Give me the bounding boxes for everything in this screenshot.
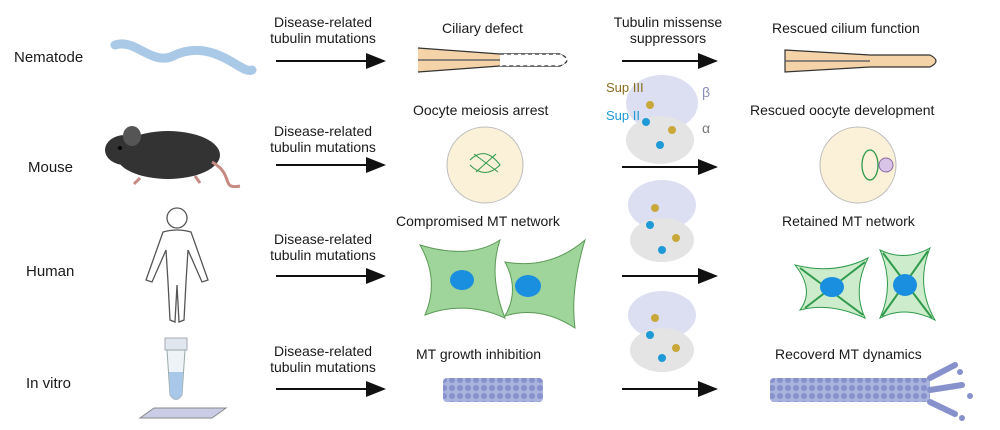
sup-ii-label: Sup II	[606, 108, 640, 123]
rescued-cilium-illustration	[784, 49, 937, 73]
mutation-label-line2: tubulin mutations	[270, 30, 376, 46]
nematode-illustration	[110, 39, 257, 75]
defect-label-human: Compromised MT network	[396, 213, 560, 229]
retained-network-cells-illustration	[793, 246, 937, 322]
mouse-illustration	[105, 126, 241, 189]
rescued-oocyte-illustration	[819, 126, 897, 204]
mutation-label-mouse: Disease-related tubulin mutations	[248, 123, 398, 155]
recovered-microtubule-illustration	[770, 362, 973, 421]
arrested-oocyte-illustration	[446, 126, 524, 204]
suppressor-header-line2: suppressors	[629, 30, 707, 46]
tubulin-structure-3	[628, 291, 696, 372]
defect-label-invitro: MT growth inhibition	[416, 346, 542, 362]
suppressor-header-line1: Tubulin missense	[613, 14, 723, 30]
compromised-cells-illustration	[418, 238, 586, 330]
mutation-label-line1: Disease-related	[273, 123, 373, 139]
suppressor-header: Tubulin missense suppressors	[593, 14, 743, 46]
tubulin-structure-1	[626, 75, 698, 164]
beta-label: β	[702, 84, 711, 100]
tube-illustration	[164, 337, 188, 400]
alpha-label: α	[702, 120, 711, 136]
mutation-label-invitro: Disease-related tubulin mutations	[248, 343, 398, 375]
mutation-label-line2: tubulin mutations	[270, 247, 376, 263]
mutation-label-nematode: Disease-related tubulin mutations	[248, 14, 398, 46]
defect-label-mouse: Oocyte meiosis arrest	[413, 102, 549, 118]
rescue-label-invitro: Recoverd MT dynamics	[775, 346, 922, 362]
organism-mouse: Mouse	[28, 159, 74, 176]
human-outline-illustration	[145, 207, 209, 323]
slide-illustration	[138, 407, 228, 419]
tubulin-structure-2	[628, 180, 696, 262]
mutation-label-line1: Disease-related	[273, 231, 373, 247]
sup-iii-label: Sup III	[606, 80, 644, 95]
organism-invitro: In vitro	[26, 375, 72, 392]
rescue-label-human: Retained MT network	[782, 213, 915, 229]
rescue-label-nematode: Rescued cilium function	[772, 20, 920, 36]
defective-cilium-illustration	[417, 47, 568, 73]
inhibited-microtubule-illustration	[443, 378, 543, 402]
mutation-label-line2: tubulin mutations	[270, 359, 376, 375]
mutation-label-line2: tubulin mutations	[270, 139, 376, 155]
defect-label-nematode: Ciliary defect	[442, 20, 523, 36]
mutation-label-line1: Disease-related	[273, 343, 373, 359]
organism-nematode: Nematode	[14, 49, 84, 66]
rescue-label-mouse: Rescued oocyte development	[750, 102, 935, 118]
mutation-label-human: Disease-related tubulin mutations	[248, 231, 398, 263]
mutation-label-line1: Disease-related	[273, 14, 373, 30]
organism-human: Human	[26, 263, 75, 280]
